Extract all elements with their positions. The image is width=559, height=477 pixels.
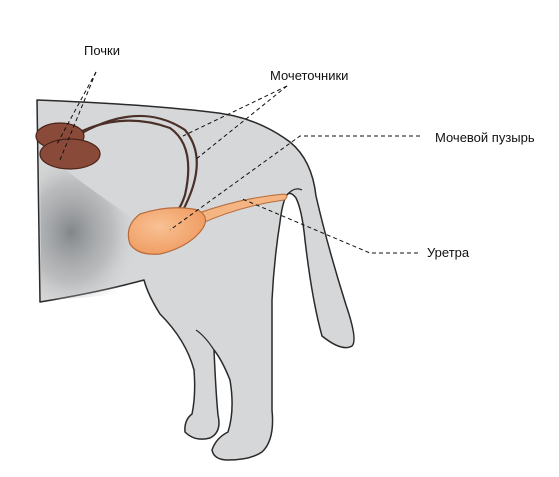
dog-hindquarters xyxy=(36,99,355,461)
tail-crease xyxy=(285,188,303,197)
ureter-left xyxy=(70,119,190,216)
labels: Почки Мочеточники Мочевой пузырь Уретра xyxy=(84,43,535,260)
kidneys xyxy=(35,122,101,170)
pointer-lines xyxy=(56,71,420,254)
ureter-right xyxy=(78,114,198,214)
label-ureters: Мочеточники xyxy=(270,68,348,83)
dog-body-silhouette xyxy=(36,99,355,461)
body-shadow xyxy=(40,150,166,300)
label-bladder: Мочевой пузырь xyxy=(435,130,535,145)
pointer-ureter-1 xyxy=(182,85,288,137)
pointer-bladder xyxy=(169,135,420,231)
ureters xyxy=(70,114,198,216)
label-kidneys: Почки xyxy=(84,43,120,58)
urethra xyxy=(195,193,288,225)
label-urethra: Уретра xyxy=(427,245,470,260)
bladder xyxy=(127,207,207,255)
kidney-front xyxy=(39,138,101,170)
pointer-kidney-2 xyxy=(59,71,97,161)
pointer-urethra xyxy=(239,197,418,254)
pointer-ureter-2 xyxy=(194,85,288,161)
leg-separation-line xyxy=(195,329,215,351)
